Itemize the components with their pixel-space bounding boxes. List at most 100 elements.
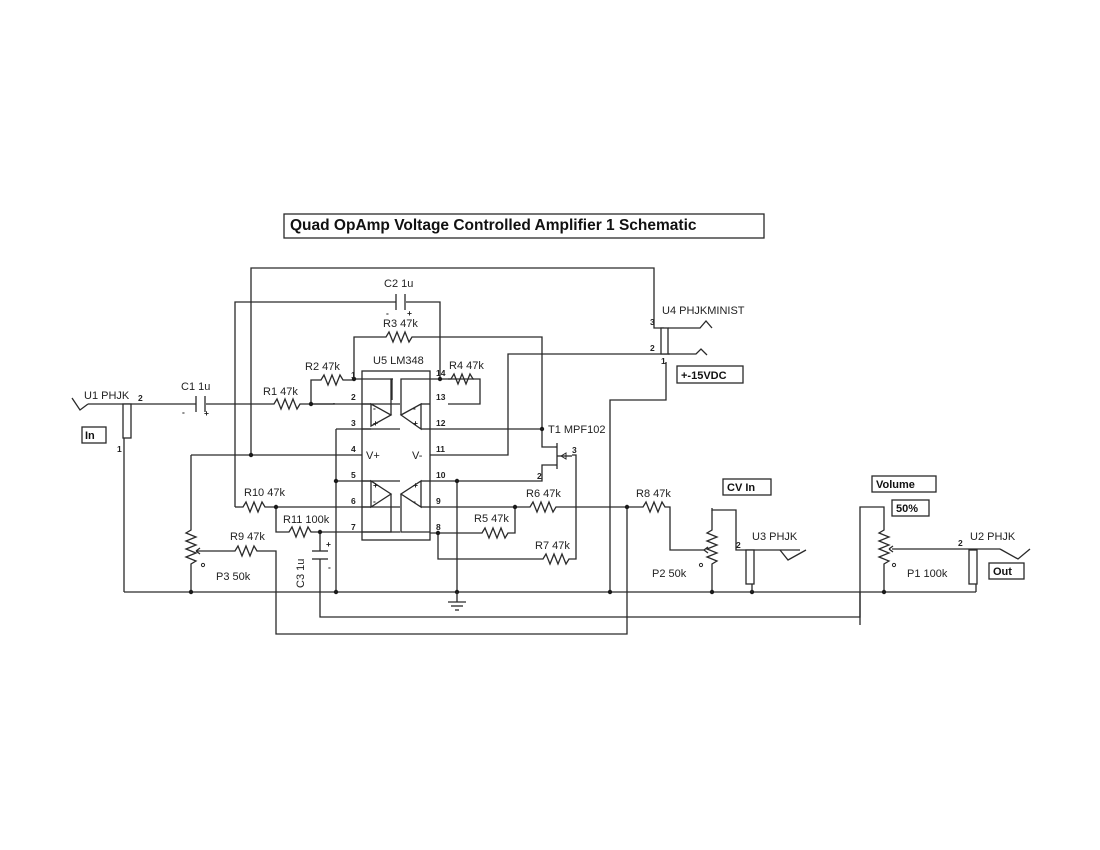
jfet-t1: T1 MPF102 3 2 xyxy=(537,424,605,481)
resistor-r5: R5 47k xyxy=(474,513,509,540)
svg-text:3: 3 xyxy=(572,445,577,455)
wire-r9-cv xyxy=(262,507,628,635)
svg-text:2: 2 xyxy=(351,392,356,402)
wire-vplus-supply xyxy=(250,267,664,453)
potentiometer-p1: P1 100k xyxy=(877,526,948,580)
svg-text:-: - xyxy=(386,308,389,318)
svg-text:P1 100k: P1 100k xyxy=(907,568,948,580)
wire-t1-drain xyxy=(541,428,555,448)
svg-text:R10 47k: R10 47k xyxy=(244,487,285,499)
wire-r5-right xyxy=(509,507,516,534)
svg-text:2: 2 xyxy=(736,540,741,550)
in-label: In xyxy=(81,426,107,444)
jack-tip-icon xyxy=(999,548,1031,560)
svg-text:2: 2 xyxy=(650,343,655,353)
junctions xyxy=(188,376,887,595)
wire-supply-ground xyxy=(609,362,667,592)
svg-text:U2 PHJK: U2 PHJK xyxy=(970,531,1016,543)
svg-text:R5 47k: R5 47k xyxy=(474,513,509,525)
svg-text:3: 3 xyxy=(650,317,655,327)
svg-text:R4 47k: R4 47k xyxy=(449,360,484,372)
svg-text:T1 MPF102: T1 MPF102 xyxy=(548,424,605,436)
svg-text:7: 7 xyxy=(351,522,356,532)
resistor-r3: R3 47k xyxy=(382,318,418,344)
svg-text:In: In xyxy=(85,430,95,442)
jack-sleeve-icon xyxy=(660,327,669,355)
svg-text:10: 10 xyxy=(436,470,446,480)
svg-text:-: - xyxy=(182,407,185,417)
wire-c2-right xyxy=(406,301,441,375)
jack-sleeve-icon xyxy=(745,549,755,585)
svg-text:V+: V+ xyxy=(366,450,380,462)
svg-text:+: + xyxy=(413,418,418,428)
svg-text:U1 PHJK: U1 PHJK xyxy=(84,390,130,402)
svg-text:+: + xyxy=(413,480,418,490)
wire-r2-left xyxy=(310,379,318,404)
opamp-a-icon xyxy=(370,402,393,428)
svg-text:R2 47k: R2 47k xyxy=(305,361,340,373)
svg-text:+-15VDC: +-15VDC xyxy=(681,370,727,382)
svg-text:+: + xyxy=(407,308,412,318)
svg-text:C3 1u: C3 1u xyxy=(295,559,307,588)
schematic-title: Quad OpAmp Voltage Controlled Amplifier … xyxy=(290,217,697,234)
svg-text:-: - xyxy=(413,496,416,506)
svg-text:5: 5 xyxy=(351,470,356,480)
potentiometer-p2: P2 50k xyxy=(652,510,719,580)
jack-tip-icon xyxy=(779,549,807,561)
wire-r3-right xyxy=(413,336,543,428)
svg-text:9: 9 xyxy=(436,496,441,506)
title-frame xyxy=(283,213,765,239)
svg-text:R3 47k: R3 47k xyxy=(383,318,418,330)
svg-text:3: 3 xyxy=(351,418,356,428)
jack-u4: U4 PHJKMINIST 3 2 1 xyxy=(650,305,745,366)
out-label: Out xyxy=(988,562,1025,580)
resistor-r2: R2 47k xyxy=(305,361,344,387)
wire-r8-p2 xyxy=(666,506,704,551)
svg-text:14: 14 xyxy=(436,368,446,378)
svg-text:-: - xyxy=(413,403,416,413)
resistor-r8: R8 47k xyxy=(636,488,671,514)
svg-text:R8 47k: R8 47k xyxy=(636,488,671,500)
ic-u5: U5 LM348 - + - + + - + - V+ V- 2 3 4 xyxy=(351,355,446,541)
svg-text:1: 1 xyxy=(351,370,356,380)
svg-text:2: 2 xyxy=(138,393,143,403)
svg-text:U5 LM348: U5 LM348 xyxy=(373,355,424,367)
wire-c3-bottom xyxy=(319,506,885,618)
svg-text:CV In: CV In xyxy=(727,482,755,494)
resistor-r9: R9 47k xyxy=(230,531,265,558)
svg-text:U3 PHJK: U3 PHJK xyxy=(752,531,798,543)
wire-c2-left xyxy=(234,301,396,507)
svg-text:+: + xyxy=(326,539,331,549)
jack-u1: U1 PHJK 2 1 xyxy=(71,390,143,454)
cv-in-label: CV In xyxy=(722,478,772,496)
capacitor-c3: C3 1u + - xyxy=(295,539,331,588)
resistor-icon xyxy=(271,397,301,411)
svg-text:2: 2 xyxy=(958,538,963,548)
svg-text:Volume: Volume xyxy=(876,479,915,491)
ic-body xyxy=(361,370,431,541)
wire-p2-u3 xyxy=(711,508,800,551)
svg-text:C2 1u: C2 1u xyxy=(384,278,413,290)
wire-r7-left xyxy=(437,533,540,560)
svg-text:13: 13 xyxy=(436,392,446,402)
resistor-r11: R11 100k xyxy=(283,514,330,539)
resistor-r1: R1 47k xyxy=(263,386,301,411)
resistor-r7: R7 47k xyxy=(535,540,570,566)
resistor-r4: R4 47k xyxy=(448,360,484,386)
volume-value-label: 50% xyxy=(891,499,930,517)
svg-text:Out: Out xyxy=(993,566,1012,578)
svg-text:12: 12 xyxy=(436,418,446,428)
jack-sleeve-icon xyxy=(968,549,978,585)
volume-label: Volume xyxy=(871,475,937,493)
jack-tip-icon xyxy=(668,320,713,329)
capacitor-c1: C1 1u - + xyxy=(181,381,210,418)
wire-r3-left xyxy=(353,336,382,375)
svg-text:+: + xyxy=(204,408,209,418)
svg-text:+: + xyxy=(373,480,378,490)
svg-text:11: 11 xyxy=(436,444,445,454)
svg-text:-: - xyxy=(328,562,331,572)
opamp-b-icon xyxy=(370,479,393,509)
jack-u3: U3 PHJK 2 xyxy=(736,531,807,592)
svg-text:8: 8 xyxy=(436,522,441,532)
